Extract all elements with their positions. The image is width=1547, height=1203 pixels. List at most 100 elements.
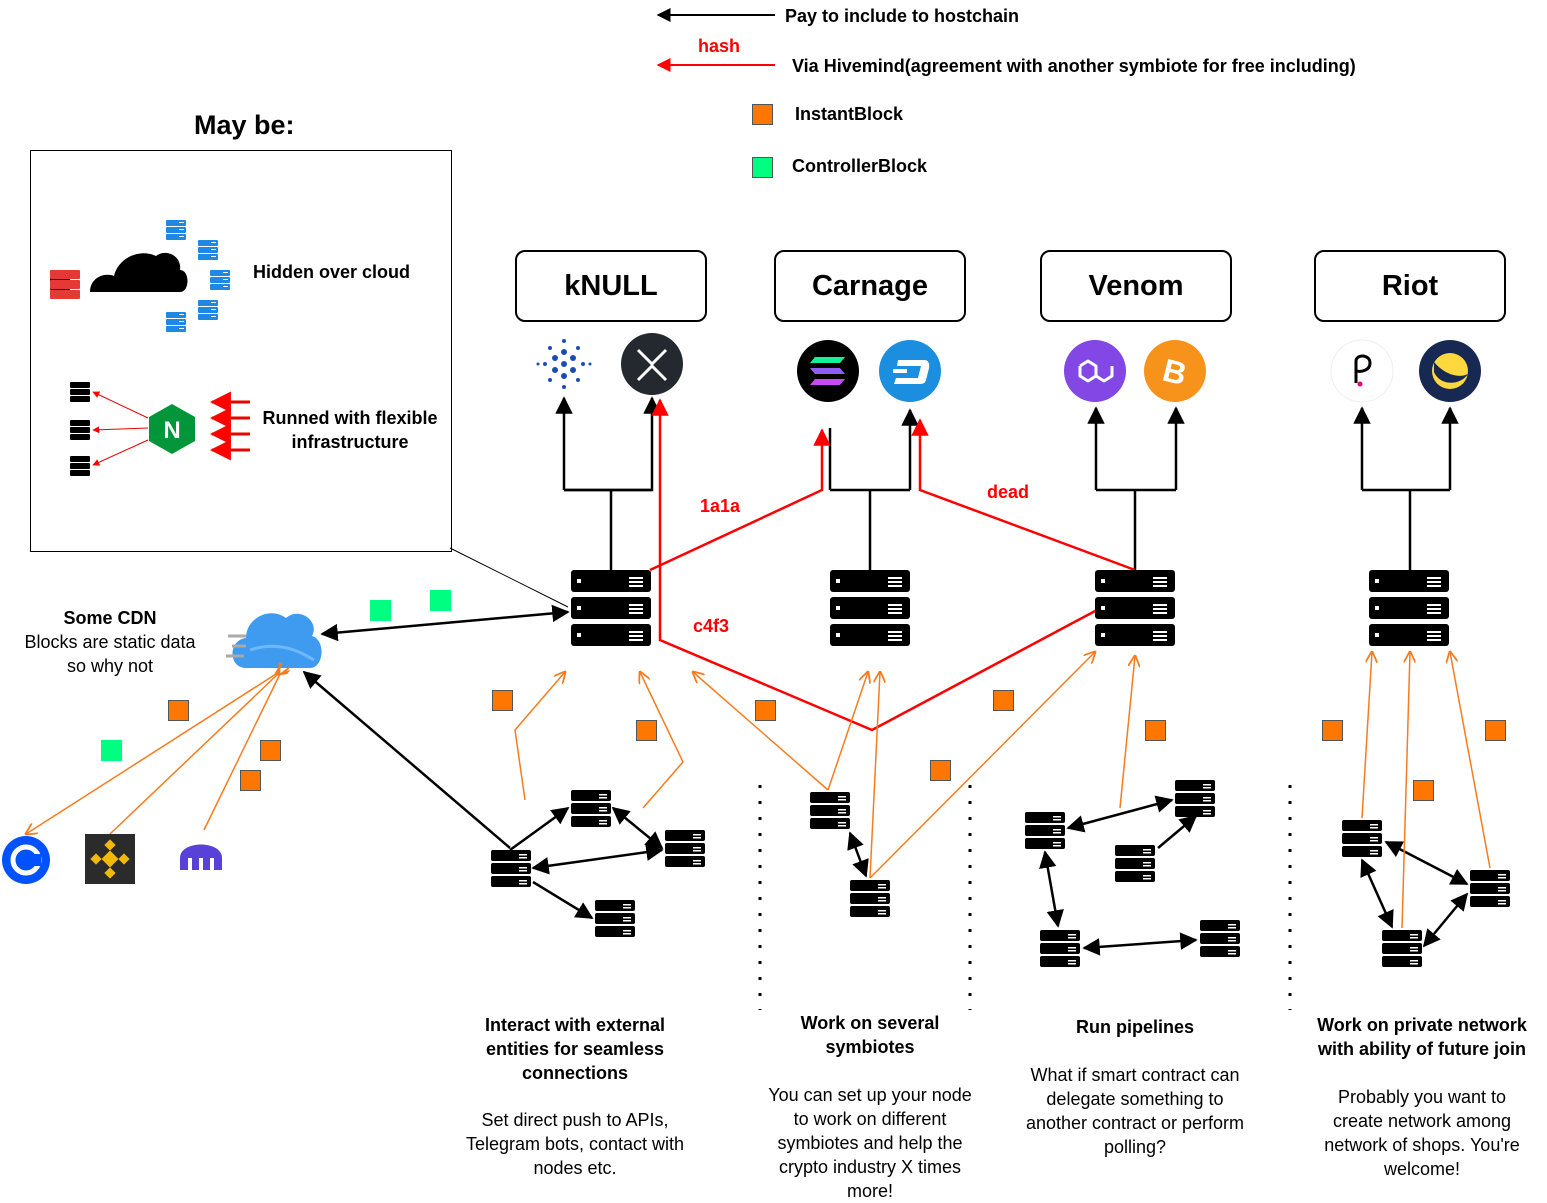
knull-node-server	[571, 570, 651, 646]
cdn-line-1: Blocks are static data	[24, 632, 196, 652]
legend-hash-label: hash	[698, 36, 741, 56]
section-external-title-2: entities for seamless	[485, 1039, 665, 1059]
instant-block	[1413, 780, 1434, 801]
instant-block	[1145, 720, 1166, 741]
nginx-icon: N	[149, 404, 195, 454]
section-private-title-2: with ability of future join	[1318, 1039, 1526, 1059]
binance-icon	[85, 834, 135, 884]
legend-pay-label: Pay to include to hostchain	[785, 6, 1020, 26]
carnage-node-server	[830, 570, 910, 646]
knull-tree	[555, 396, 661, 570]
red-incoming-arrows	[209, 391, 250, 461]
legend-instant-label: InstantBlock	[795, 104, 904, 124]
polkadot-icon	[1330, 339, 1394, 403]
instant-block	[993, 690, 1014, 711]
bitcoin-icon: B	[1144, 340, 1206, 402]
legend-instant-square	[752, 104, 773, 125]
infrastructure-label: Runned with flexible infrastructure	[250, 406, 450, 454]
section-private-title: Work on private network with ability of …	[1296, 1013, 1547, 1061]
instant-block	[1322, 720, 1343, 741]
legend-controller-label: ControllerBlock	[792, 156, 928, 176]
section-pipelines-desc: What if smart contract can delegate some…	[995, 1063, 1275, 1159]
private-network-cluster	[1288, 652, 1510, 1010]
symbiote-riot-box: Riot	[1314, 250, 1506, 322]
section-external-desc-2: Telegram bots, contact with	[465, 1134, 685, 1154]
section-private-desc-3: network of shops. You're	[1324, 1135, 1520, 1155]
section-external-title-1: Interact with external	[484, 1015, 666, 1035]
dash-icon	[879, 340, 941, 402]
maybe-box	[30, 150, 452, 552]
symbiote-carnage-box: Carnage	[774, 250, 966, 322]
cloudflare-icon	[90, 252, 188, 292]
symbiote-venom-box: Venom	[1040, 250, 1232, 322]
section-pipelines-desc-2: delegate something to	[1046, 1089, 1224, 1109]
cdn-title: Some CDN	[63, 608, 157, 628]
instant-block	[1485, 720, 1506, 741]
instant-block	[240, 770, 261, 791]
section-pipelines-desc-3: another contract or perform	[1025, 1113, 1245, 1133]
hivemind-lines	[649, 398, 1136, 732]
controller-block	[101, 740, 122, 761]
section-pipelines-title-1: Run pipelines	[1075, 1017, 1194, 1037]
cdn-line-2: so why not	[66, 656, 154, 676]
section-symbiotes-desc-1: You can set up your node	[768, 1085, 972, 1105]
several-symbiotes-cluster	[693, 652, 1095, 1010]
external-cluster	[302, 672, 705, 937]
terra-icon	[1419, 340, 1481, 402]
instant-block	[260, 740, 281, 761]
instant-block	[492, 690, 513, 711]
section-external-desc-3: nodes etc.	[533, 1158, 617, 1178]
symbiote-knull-box: kNULL	[515, 250, 707, 322]
riot-tree	[1353, 406, 1459, 570]
section-symbiotes-title-2: symbiotes	[825, 1037, 915, 1057]
solana-icon	[797, 340, 859, 402]
instant-block	[168, 700, 189, 721]
kraken-icon	[180, 844, 222, 872]
cdn-label: Some CDN Blocks are static data so why n…	[10, 606, 210, 678]
section-symbiotes-desc-2: to work on different	[793, 1109, 947, 1129]
section-symbiotes-desc-4: crypto industry X times	[778, 1157, 962, 1177]
cdn-cloud-icon	[226, 613, 322, 668]
pipelines-cluster	[1025, 656, 1240, 967]
section-private-title-1: Work on private network	[1317, 1015, 1527, 1035]
infra-label-line-2: infrastructure	[291, 432, 409, 452]
instant-block	[930, 760, 951, 781]
cdn-exchange-links	[26, 674, 280, 834]
hidden-cloud-label: Hidden over cloud	[253, 262, 411, 282]
hash-label-dead: dead	[987, 482, 1030, 502]
section-external-title: Interact with external entities for seam…	[445, 1013, 705, 1085]
section-external-desc: Set direct push to APIs, Telegram bots, …	[435, 1108, 715, 1180]
legend-controller-square	[752, 157, 773, 178]
riot-node-server	[1369, 570, 1449, 646]
section-private-desc: Probably you want to create network amon…	[1292, 1085, 1547, 1181]
section-symbiotes-title-1: Work on several	[800, 1013, 940, 1033]
section-pipelines-desc-1: What if smart contract can	[1030, 1065, 1240, 1085]
xrp-icon	[621, 333, 683, 395]
carnage-tree	[828, 408, 919, 570]
venom-tree	[1087, 406, 1185, 570]
section-private-desc-1: Probably you want to	[1337, 1087, 1507, 1107]
section-symbiotes-desc-5: more!	[846, 1181, 893, 1201]
coinbase-icon	[2, 836, 50, 884]
section-symbiotes-desc: You can set up your node to work on diff…	[740, 1083, 1000, 1203]
section-external-title-3: connections	[521, 1063, 628, 1083]
controller-block	[370, 600, 391, 621]
svg-text:N: N	[163, 417, 180, 444]
section-symbiotes-desc-3: symbiotes and help the	[777, 1133, 963, 1153]
polygon-icon	[1064, 340, 1126, 402]
section-private-desc-4: welcome!	[1383, 1159, 1461, 1179]
section-pipelines-title: Run pipelines	[1005, 1015, 1265, 1039]
controller-block	[430, 590, 451, 611]
cardano-icon	[532, 332, 596, 396]
hash-label-c4f3: c4f3	[693, 616, 730, 636]
instant-block	[636, 720, 657, 741]
knull-cdn-link	[320, 604, 570, 642]
section-private-desc-2: create network among	[1332, 1111, 1512, 1131]
hash-label-1a1a: 1a1a	[700, 496, 741, 516]
maybe-connector	[449, 547, 569, 608]
section-external-desc-1: Set direct push to APIs,	[481, 1110, 669, 1130]
instant-block	[755, 700, 776, 721]
red-server-icon-2	[50, 270, 80, 299]
